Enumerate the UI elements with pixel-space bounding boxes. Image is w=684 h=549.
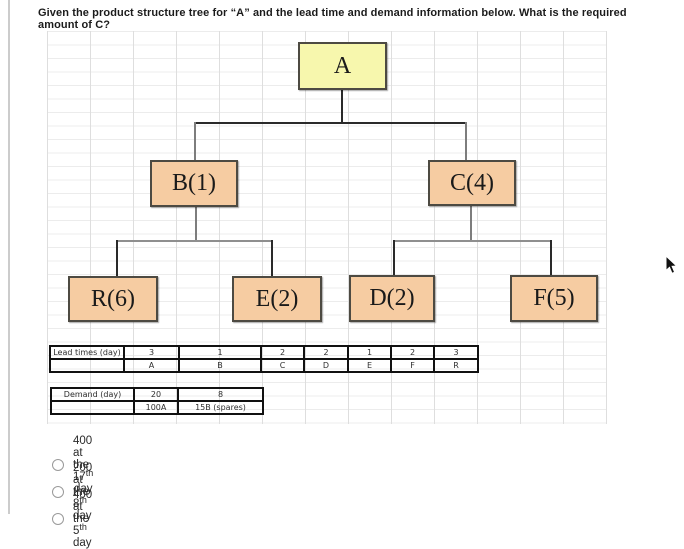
lead-time-cell: 1 [178, 345, 262, 360]
lead-time-cell: 3 [433, 345, 479, 360]
tree-node-d-label: D(2) [369, 285, 415, 311]
lead-time-cell: 2 [303, 345, 349, 360]
demand-cell: 20 [133, 387, 179, 402]
lead-time-cell: 3 [123, 345, 180, 360]
connector-line [550, 240, 552, 275]
empty-cell [49, 358, 125, 373]
demand-values-row: Demand (day) 20 8 [50, 387, 264, 402]
item-cell: C [260, 358, 305, 373]
empty-cell [50, 400, 135, 415]
demand-item-cell: 15B (spares) [177, 400, 264, 415]
lead-time-cell: 2 [390, 345, 435, 360]
connector-line [116, 240, 273, 242]
connector-line [194, 122, 467, 124]
item-cell: D [303, 358, 349, 373]
connector-line [470, 206, 472, 242]
mouse-cursor-icon [665, 255, 678, 274]
window-edge-divider [8, 0, 10, 514]
radio-button-icon[interactable] [52, 486, 64, 498]
lead-times-items-row: A B C D E F R [49, 358, 479, 373]
item-cell: E [347, 358, 392, 373]
answer-option-1[interactable]: 400 at the 17th day [52, 435, 93, 495]
option-label: 400 at the 5th day [73, 489, 93, 549]
tree-node-b-label: B(1) [172, 170, 216, 196]
answer-option-3[interactable]: 400 at the 5th day [52, 489, 93, 549]
item-cell: A [123, 358, 180, 373]
connector-line [394, 240, 552, 242]
radio-button-icon[interactable] [52, 459, 64, 471]
lead-times-values-row: Lead times (day) 3 1 2 2 1 2 3 [49, 345, 479, 360]
connector-line [393, 240, 395, 275]
item-cell: B [178, 358, 262, 373]
lead-times-table: Lead times (day) 3 1 2 2 1 2 3 A B C D E… [49, 345, 479, 373]
option-label: 400 at the 17th day [73, 435, 94, 495]
tree-node-a: A [298, 42, 387, 90]
connector-line [194, 122, 196, 160]
connector-line [465, 122, 467, 160]
connector-line [341, 90, 343, 123]
tree-node-e-label: E(2) [255, 285, 299, 312]
lead-time-cell: 2 [260, 345, 305, 360]
demand-row-label: Demand (day) [50, 387, 135, 402]
radio-button-icon[interactable] [52, 513, 64, 525]
demand-cell: 8 [177, 387, 264, 402]
lead-time-cell: 1 [347, 345, 392, 360]
tree-node-f: F(5) [510, 275, 598, 322]
demand-items-row: 100A 15B (spares) [50, 400, 264, 415]
demand-item-cell: 100A [133, 400, 179, 415]
connector-line [116, 240, 118, 276]
tree-node-e: E(2) [232, 276, 322, 322]
tree-node-b: B(1) [150, 160, 238, 207]
tree-node-c: C(4) [428, 160, 516, 206]
tree-node-f-label: F(5) [533, 285, 575, 311]
demand-table: Demand (day) 20 8 100A 15B (spares) [50, 387, 264, 415]
connector-line [271, 240, 273, 276]
tree-node-a-label: A [333, 52, 352, 79]
tree-node-c-label: C(4) [450, 169, 494, 196]
tree-node-r-label: R(6) [91, 285, 135, 312]
item-cell: F [390, 358, 435, 373]
tree-node-d: D(2) [349, 275, 435, 322]
tree-node-r: R(6) [68, 276, 158, 322]
question-text: Given the product structure tree for “A”… [38, 7, 627, 31]
lead-times-row-label: Lead times (day) [49, 345, 125, 360]
connector-line [195, 207, 197, 242]
item-cell: R [433, 358, 479, 373]
